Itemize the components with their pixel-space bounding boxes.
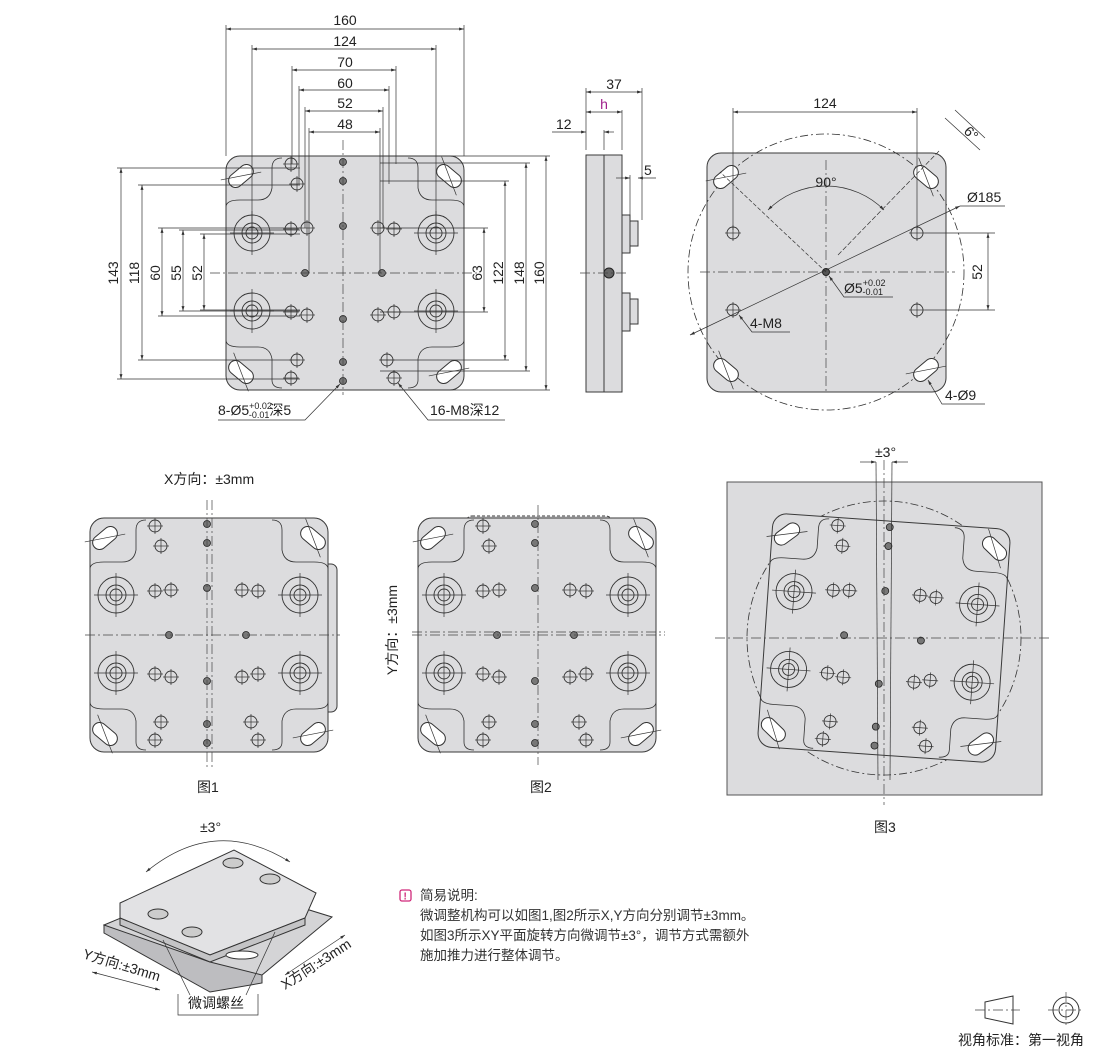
dim-63: 63 — [469, 265, 485, 281]
fig2-y-label: Y方向：±3mm — [384, 585, 400, 675]
dim-52: 52 — [337, 95, 353, 111]
dim-12: 12 — [556, 116, 572, 132]
dim-h: h — [600, 96, 608, 112]
projection-symbol: 视角标准：第一视角 — [958, 992, 1084, 1048]
notes: ! 简易说明: 微调整机构可以如图1,图2所示X,Y方向分别调节±3mm。 如图… — [399, 887, 754, 963]
slot-hole — [913, 157, 939, 197]
dim-160: 160 — [333, 12, 357, 28]
fig3-angle-label: ±3° — [875, 444, 896, 460]
notes-line-3: 施加推力进行整体调节。 — [420, 948, 569, 963]
thread-callout: 16-M8深12 — [430, 402, 499, 418]
notes-line-2: 如图3所示XY平面旋转方向微调节±3°，调节方式需额外 — [420, 928, 750, 943]
dim-60-v: 60 — [147, 265, 163, 281]
dim-124-bottom: 124 — [813, 95, 837, 111]
isometric-view: ±3° Y方向:±3mm X方向:±3mm 微调螺丝 — [81, 819, 354, 1016]
screw-label: 微调螺丝 — [188, 995, 244, 1011]
bottom-view: 124 90° 6° Ø185 52 Ø5+0.02-0.01 4-M8 4-Ø… — [687, 95, 1005, 411]
through-hole: 4-Ø9 — [945, 387, 976, 403]
notes-line-1: 微调整机构可以如图1,图2所示X,Y方向分别调节±3mm。 — [420, 908, 754, 923]
dim-60: 60 — [337, 75, 353, 91]
top-view: 160 124 70 60 52 48 143 118 60 55 52 63 … — [105, 12, 550, 421]
pin-dia: Ø5+0.02-0.01 — [844, 278, 885, 297]
figure-2: Y方向：±3mm 图2 — [384, 505, 665, 795]
dim-160-v: 160 — [531, 261, 547, 285]
slot-hole — [705, 165, 747, 189]
dim-52-v: 52 — [189, 265, 205, 281]
circle-diameter: Ø185 — [967, 189, 1001, 205]
dim-52-bottom: 52 — [969, 264, 985, 280]
figure-1: X方向：±3mm 图1 — [84, 471, 340, 795]
dim-118: 118 — [126, 262, 142, 285]
dim-37: 37 — [606, 76, 622, 92]
iso-rotation: ±3° — [200, 819, 221, 835]
fig3-caption: 图3 — [874, 819, 896, 835]
dim-48: 48 — [337, 116, 353, 132]
angle-90: 90° — [815, 174, 836, 190]
fig2-caption: 图2 — [530, 779, 552, 795]
angle-6: 6° — [961, 123, 982, 144]
alert-icon — [399, 889, 412, 902]
projection-label: 视角标准：第一视角 — [958, 1032, 1084, 1048]
dim-124: 124 — [333, 33, 357, 49]
notes-title: 简易说明: — [420, 887, 478, 903]
dim-143: 143 — [105, 261, 121, 285]
dim-148: 148 — [511, 261, 527, 285]
fig1-caption: 图1 — [197, 779, 219, 795]
svg-text:!: ! — [404, 892, 407, 903]
pin-callout: 8-Ø5+0.02-0.01深5 — [218, 401, 291, 420]
slot-hole — [713, 350, 739, 390]
dim-5: 5 — [644, 162, 652, 178]
dim-55: 55 — [168, 265, 184, 281]
figure-3: ±3° 图3 — [715, 444, 1052, 835]
fig1-x-label: X方向：±3mm — [164, 471, 254, 487]
dim-122: 122 — [490, 261, 506, 285]
dim-70: 70 — [337, 54, 353, 70]
side-view: 37 h 12 5 — [552, 76, 656, 393]
thread-m8: 4-M8 — [750, 315, 782, 331]
slot-hole — [905, 358, 947, 382]
